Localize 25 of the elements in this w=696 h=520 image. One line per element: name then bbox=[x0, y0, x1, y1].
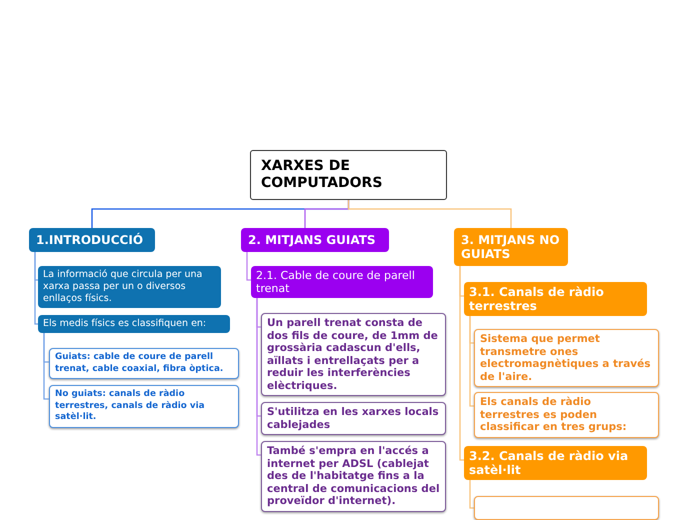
connector-line bbox=[246, 252, 251, 281]
subtopic-box: 3.2. Canals de ràdio via satèl·lit bbox=[464, 446, 647, 480]
note-box: Guiats: cable de coure de parell trenat, cable coaxial, fibra òptica. bbox=[49, 348, 239, 379]
title-box: XARXES DE COMPUTADORS bbox=[250, 150, 447, 200]
topic-box: 2. MITJANS GUIATS bbox=[241, 228, 389, 252]
subtopic-box: 2.1. Cable de coure de parell trenat bbox=[251, 266, 433, 298]
connector-line bbox=[43, 333, 49, 400]
subtopic-box: La informació que circula per una xarxa passa per un o diversos enllaços físics. bbox=[38, 266, 221, 308]
note-box: Un parell trenat consta de dos fils de coure, de 1mm de grossària cadascun d'ells, aïllats i entrellaçats per a reduir les interferències elèctriques. bbox=[261, 313, 446, 396]
note-box: Els canals de ràdio terrestres es poden classificar en tres grups: bbox=[474, 392, 659, 438]
topic-box: 3. MITJANS NO GUIATS bbox=[454, 228, 568, 266]
topic-box: 1.INTRODUCCIÓ bbox=[29, 228, 155, 252]
note-box: També s'empra en l'accés a internet per ADSL (cablejat des de l'habitatge fins a la central de comunicacions del proveïdor d'internet). bbox=[261, 441, 446, 512]
connector-line bbox=[34, 252, 38, 325]
note-box: No guiats: canals de ràdio terrestres, canals de ràdio via satèl·lit. bbox=[49, 385, 239, 428]
connector-line bbox=[459, 266, 464, 461]
connector-line bbox=[256, 298, 261, 456]
note-box: S'utilitza en les xarxes locals cablejades bbox=[261, 402, 446, 435]
connector-line bbox=[348, 200, 512, 228]
connector-line bbox=[469, 480, 474, 509]
note-box: Sistema que permet transmetre ones electromagnètiques a través de l'aire. bbox=[474, 329, 659, 387]
connector-line bbox=[469, 316, 474, 407]
subtopic-box: Els medis físics es classifiquen en: bbox=[38, 315, 230, 333]
empty-box bbox=[474, 496, 659, 520]
subtopic-box: 3.1. Canals de ràdio terrestres bbox=[464, 282, 647, 316]
